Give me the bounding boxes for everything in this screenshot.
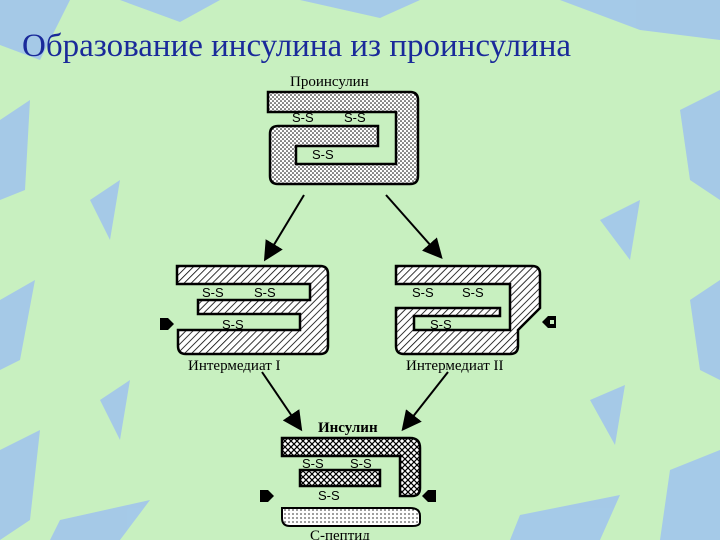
slide-title: Образование инсулина из проинсулина [22,28,572,64]
intermediate-1-molecule: S-S S-S S-S Интермедиат I [160,264,330,374]
insulin-molecule: Инсулин S-S S-S S-S С-пептид [260,420,436,540]
insulin-cleavage-icon-right [422,490,436,502]
insulin-b-chain [280,436,422,498]
intermediate-2-bond-3: S-S [430,317,452,332]
arrow-to-intermediate-1 [263,194,305,262]
insulin-bond-3: S-S [318,488,340,503]
arrow-from-intermediate-1 [261,371,303,432]
insulin-label: Инсулин [318,420,378,436]
arrow-to-intermediate-2 [385,194,443,259]
insulin-a-chain [298,468,382,488]
intermediate-1-bond-1: S-S [202,285,224,300]
c-peptide-label: С-пептид [310,528,370,540]
insulin-bond-2: S-S [350,456,372,471]
intermediate-1-cleavage-icon [160,318,174,330]
intermediate-2-molecule: S-S S-S S-S Интермедиат II [394,264,556,374]
intermediate-1-bond-3: S-S [222,317,244,332]
arrow-from-intermediate-2 [401,371,449,432]
proinsulin-molecule: Проинсулин S-S S-S S-S [266,74,420,186]
intermediate-2-label: Интермедиат II [406,358,504,374]
proinsulin-bond-2: S-S [344,110,366,125]
intermediate-2-cleavage-icon [542,316,556,328]
c-peptide-chain [281,507,421,527]
proinsulin-bond-3: S-S [312,147,334,162]
intermediate-2-bond-2: S-S [462,285,484,300]
intermediate-2-bond-1: S-S [412,285,434,300]
intermediate-1-bond-2: S-S [254,285,276,300]
intermediate-1-label: Интермедиат I [188,358,281,374]
intermediate-1-chain [175,264,330,356]
proinsulin-chain [266,90,420,186]
proinsulin-label: Проинсулин [290,74,369,90]
proinsulin-bond-1: S-S [292,110,314,125]
insulin-cleavage-icon-left [260,490,274,502]
insulin-bond-1: S-S [302,456,324,471]
intermediate-2-chain [394,264,542,356]
